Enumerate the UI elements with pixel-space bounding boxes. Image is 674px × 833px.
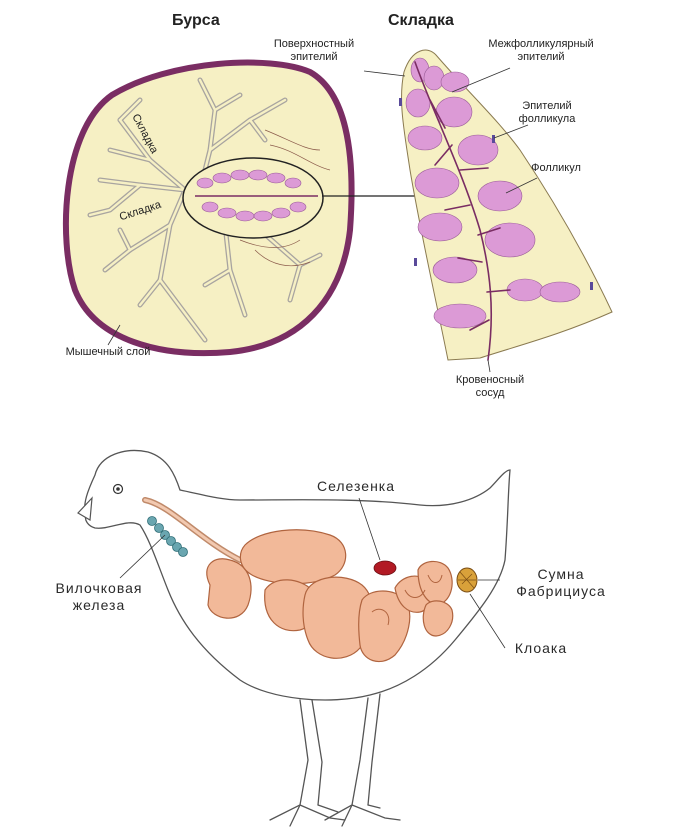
label-follicle-epithelium: Эпителий фолликула — [508, 100, 586, 126]
legs — [270, 694, 400, 826]
label-thymus-line1: Вилочковая — [40, 580, 158, 597]
label-surface-epithelium-line2: эпителий — [260, 51, 368, 64]
label-bursa-fabricius: Сумна Фабрициуса — [502, 566, 620, 600]
label-spleen: Селезенка — [306, 478, 406, 495]
label-follicle-epithelium-line1: Эпителий — [508, 100, 586, 113]
label-follicle: Фолликул — [520, 162, 592, 175]
title-bursa: Бурса — [172, 12, 220, 30]
label-interfollicular-epithelium: Межфолликулярный эпителий — [466, 38, 616, 64]
label-bursa-fabricius-line2: Фабрициуса — [502, 583, 620, 600]
proventriculus — [240, 530, 345, 584]
label-thymus-line2: железа — [40, 597, 158, 614]
fold-detail — [399, 50, 612, 360]
label-surface-epithelium-line1: Поверхностный — [260, 38, 368, 51]
label-follicle-epithelium-line2: фолликула — [508, 113, 586, 126]
chicken — [78, 451, 510, 826]
label-cloaca: Клоака — [496, 640, 586, 657]
label-thymus: Вилочковая железа — [40, 580, 158, 614]
title-fold: Складка — [388, 12, 454, 30]
highlight-ellipse — [183, 158, 323, 238]
label-blood-vessel-line1: Кровеносный — [446, 374, 534, 387]
spleen — [374, 561, 396, 575]
label-blood-vessel-line2: сосуд — [446, 387, 534, 400]
label-interfollicular-epithelium-line1: Межфолликулярный — [466, 38, 616, 51]
label-bursa-fabricius-line1: Сумна — [502, 566, 620, 583]
bursa-cross-section — [66, 63, 352, 354]
label-surface-epithelium: Поверхностный эпителий — [260, 38, 368, 64]
label-muscle-layer: Мышечный слой — [52, 346, 164, 359]
label-blood-vessel: Кровеносный сосуд — [446, 374, 534, 400]
label-interfollicular-epithelium-line2: эпителий — [466, 51, 616, 64]
bursa-fabricius — [457, 568, 477, 592]
